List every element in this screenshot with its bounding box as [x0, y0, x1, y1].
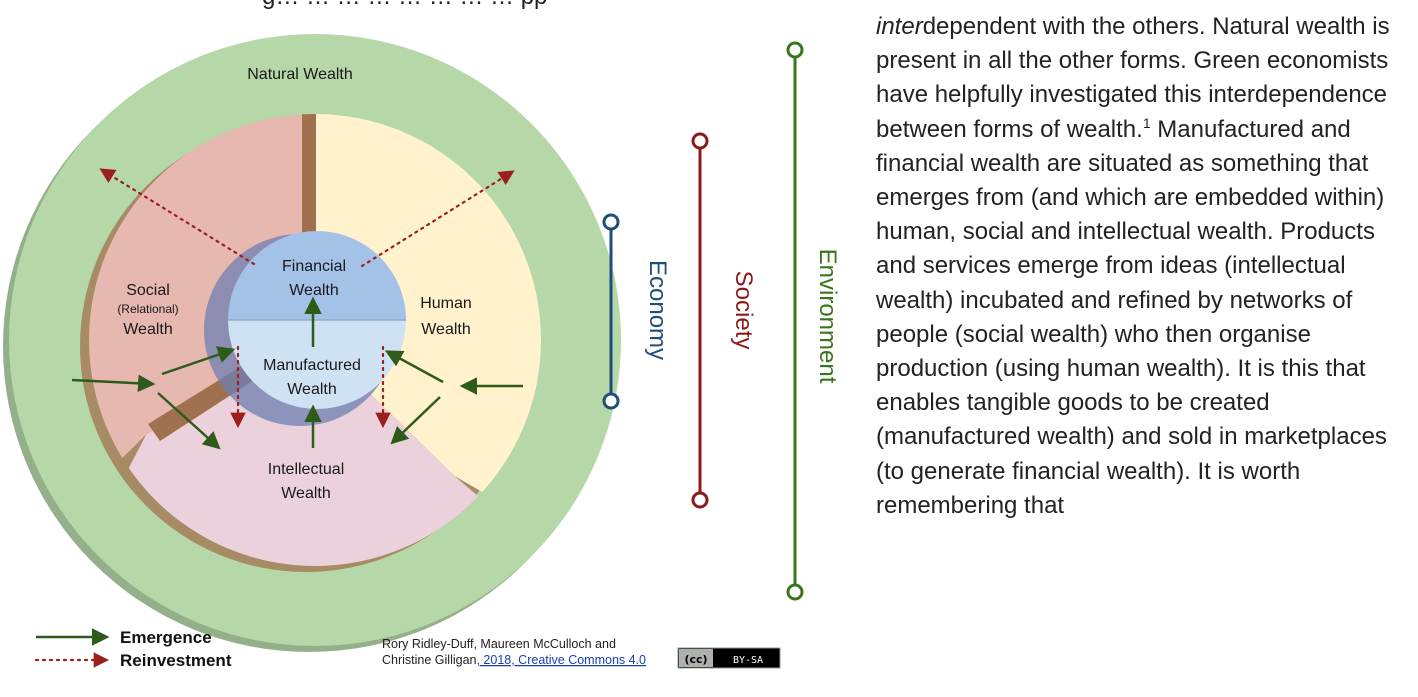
reinvestment-legend-label: Reinvestment [120, 651, 232, 670]
society-scale: Society [691, 132, 757, 509]
credit-line-2: Christine Gilligan, 2018, Creative Commo… [382, 653, 646, 667]
emergence-legend-label: Emergence [120, 628, 212, 647]
reinvestment-arrow [360, 170, 515, 268]
financial-wealth-label-line1: Financial [282, 258, 346, 275]
financial-wealth-half [228, 231, 406, 320]
body-text-part-1: dependent with the others. Natural wealt… [876, 13, 1390, 143]
manufactured-wealth-label-line2: Wealth [287, 381, 337, 398]
society-label: Society [730, 271, 757, 350]
environment-scale: Environment [786, 41, 841, 601]
reinvestment-arrow [99, 168, 256, 266]
emergence-arrow [161, 346, 236, 376]
truncated-text-fragment: g… … … … … … … … pp [262, 0, 547, 11]
intellectual-wealth-label-line1: Intellectual [268, 461, 345, 478]
intellectual-wealth-label-line2: Wealth [281, 485, 331, 502]
economy-label: Economy [644, 260, 671, 360]
credit-license-link[interactable]: , 2018, Creative Commons 4.0 [476, 653, 646, 667]
emergence-arrow [384, 350, 444, 384]
legend: Emergence Reinvestment [34, 628, 232, 670]
social-wealth-label-line1: Social [126, 282, 170, 299]
financial-wealth-label-line2: Wealth [289, 282, 339, 299]
economy-scale: Economy [602, 213, 671, 410]
emphasis-inter: inter [876, 13, 923, 40]
environment-label: Environment [814, 249, 841, 384]
credit-line-1: Rory Ridley-Duff, Maureen McCulloch and [382, 637, 616, 651]
forms-of-wealth-diagram: Natural Wealth Social (Relational) Wealt… [3, 34, 841, 670]
manufactured-wealth-half [228, 320, 406, 409]
human-wealth-label-line1: Human [420, 295, 472, 312]
emergence-arrow [157, 392, 221, 450]
body-paragraph: interdependent with the others. Natural … [876, 10, 1416, 523]
human-wealth-label-line2: Wealth [421, 321, 471, 338]
emergence-arrow [390, 396, 441, 445]
emergence-arrow [71, 374, 156, 393]
natural-wealth-label: Natural Wealth [247, 66, 353, 83]
cc-by-sa-badge[interactable]: (cc) BY-SA [677, 647, 781, 669]
manufactured-wealth-label-line1: Manufactured [263, 357, 361, 374]
by-sa-badge-label: BY-SA [733, 655, 763, 666]
body-text-part-2: Manufactured and financial wealth are si… [876, 115, 1387, 519]
footnote-ref[interactable]: 1 [1142, 114, 1151, 131]
credit-authors: Christine Gilligan [382, 653, 477, 667]
social-wealth-label-line2: (Relational) [117, 302, 178, 316]
social-wealth-label-line3: Wealth [123, 321, 173, 338]
body-text: interdependent with the others. Natural … [876, 10, 1416, 523]
cc-badge-symbol: (cc) [684, 653, 707, 666]
